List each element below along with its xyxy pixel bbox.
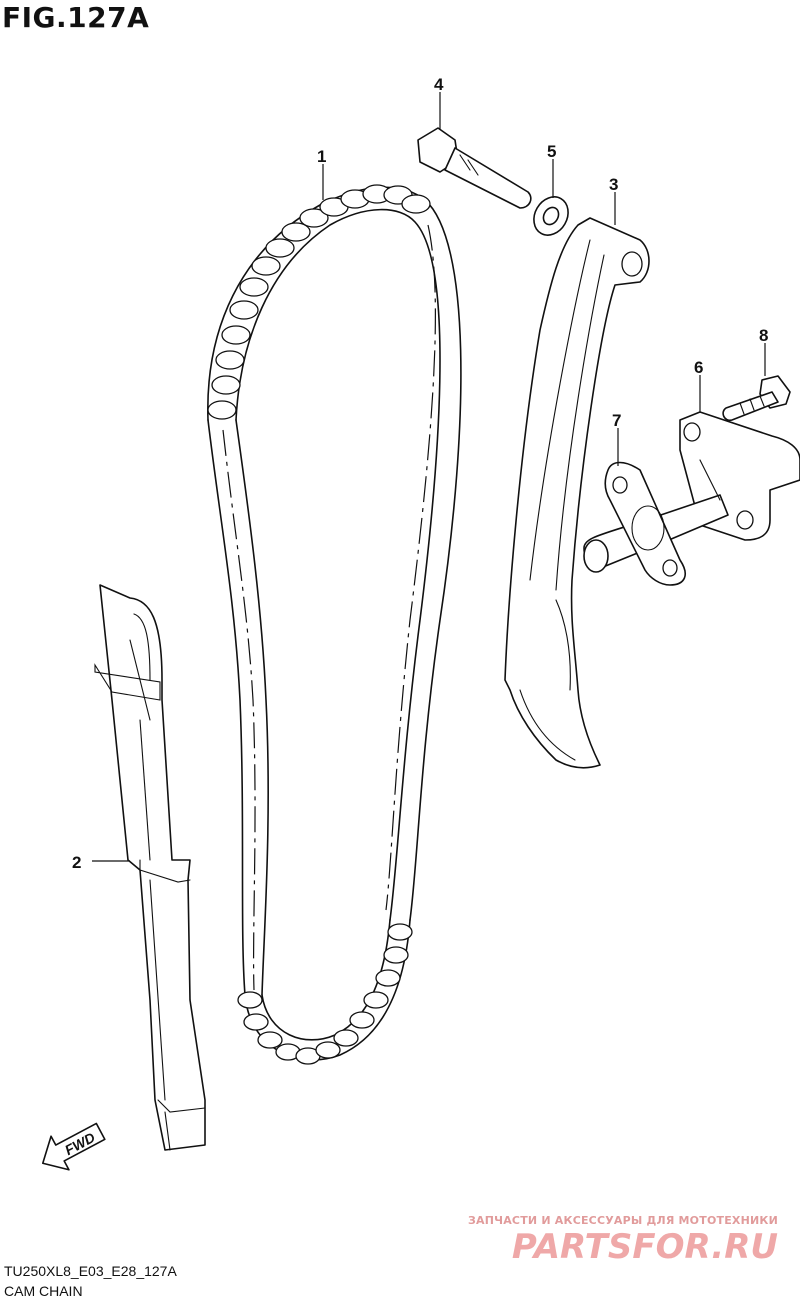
callout-6: 6 [694, 358, 703, 377]
watermark-tagline: ЗАПЧАСТИ И АКСЕССУАРЫ ДЛЯ МОТОТЕХНИКИ [468, 1214, 778, 1227]
callout-5: 5 [547, 142, 556, 161]
callout-2: 2 [72, 853, 81, 872]
callout-4: 4 [434, 75, 444, 94]
part-3-tensioner-arm[interactable] [504, 217, 650, 769]
leader-lines [92, 92, 766, 862]
watermark-logo: PARTSFOR.RU [511, 1227, 778, 1267]
figure-code: TU250XL8_E03_E28_127A [4, 1263, 177, 1279]
part-1-cam-chain[interactable] [207, 184, 462, 1065]
part-2-chain-guide[interactable] [94, 584, 206, 1151]
callout-8: 8 [759, 326, 768, 345]
part-4-bolt[interactable] [417, 127, 532, 209]
callout-7: 7 [612, 411, 621, 430]
part-8-bolt[interactable] [722, 375, 791, 422]
chain-links-upper [207, 184, 431, 420]
part-5-washer[interactable] [527, 191, 575, 242]
figure-name: CAM CHAIN [4, 1283, 83, 1299]
chain-links-lower [237, 923, 413, 1065]
callout-3: 3 [609, 175, 618, 194]
fwd-arrow-icon: FWD [41, 1122, 106, 1171]
callout-1: 1 [317, 147, 326, 166]
part-7-gasket[interactable] [604, 461, 686, 586]
watermark: ЗАПЧАСТИ И АКСЕССУАРЫ ДЛЯ МОТОТЕХНИКИ PA… [468, 1214, 778, 1267]
figure-title: FIG.127A [2, 1, 150, 34]
